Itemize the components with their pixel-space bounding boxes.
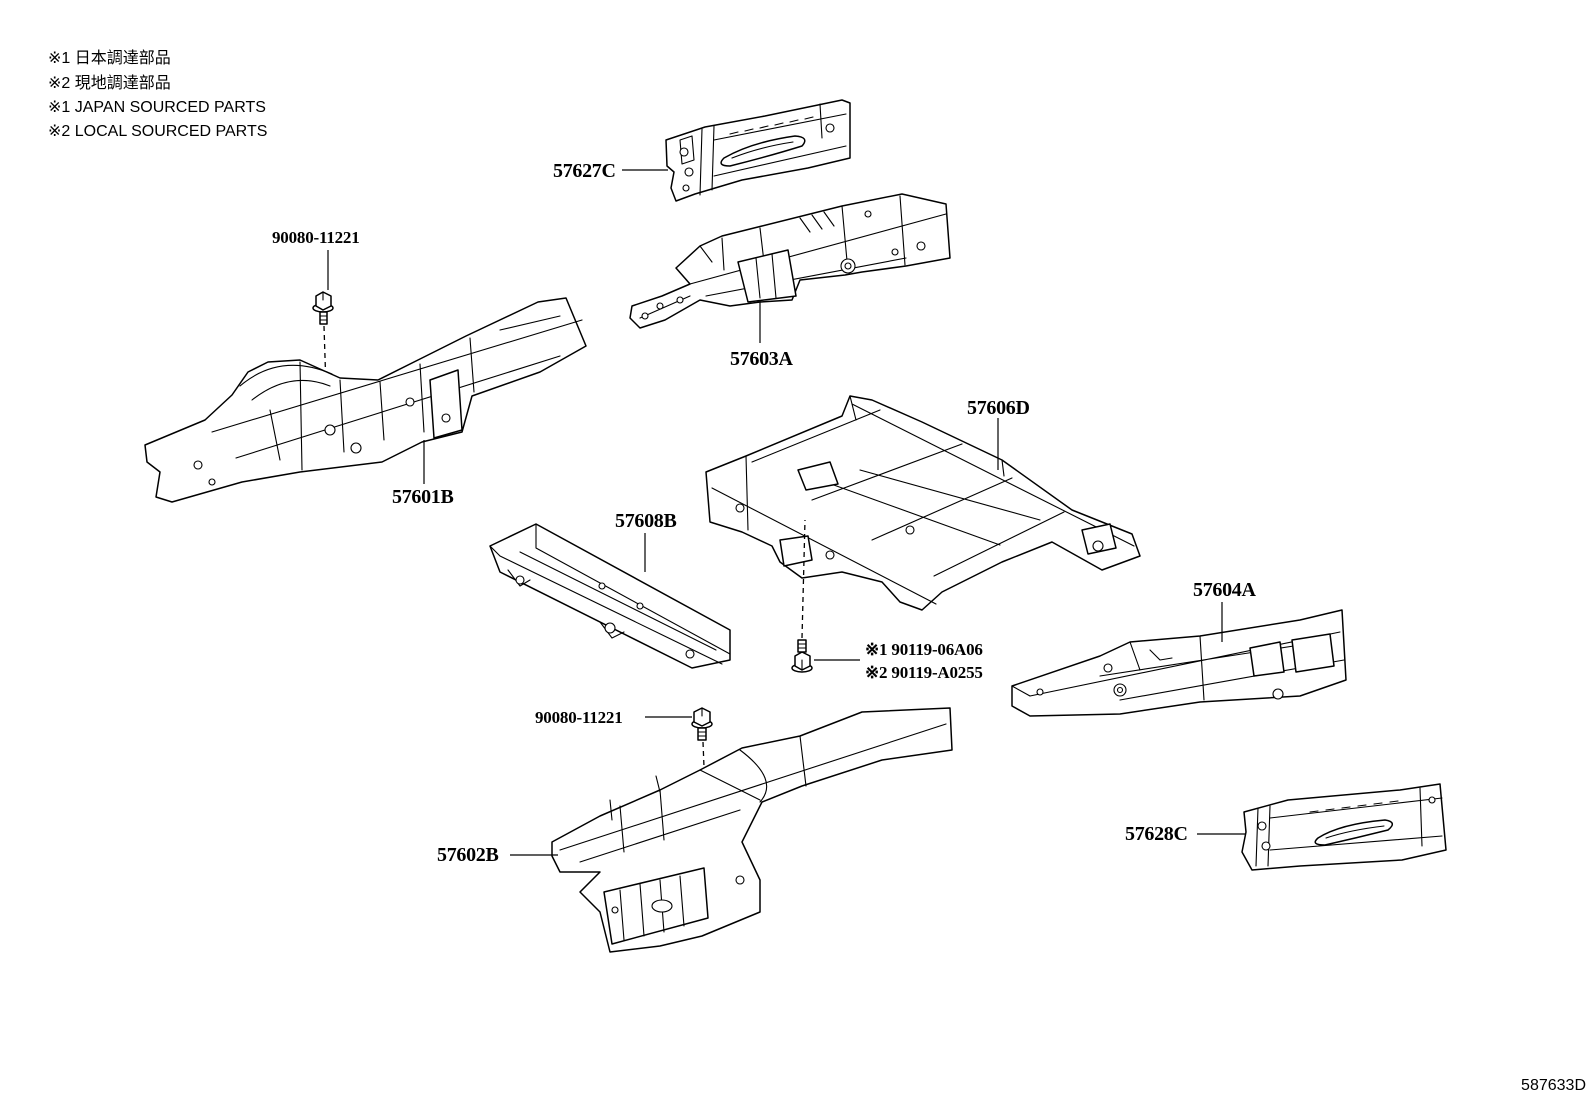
bolt-center-drawing xyxy=(791,639,813,673)
part-57604a-bracket-1 xyxy=(1249,641,1285,677)
illustration-id: 587633D xyxy=(1521,1077,1586,1094)
callout-57606d: 57606D xyxy=(967,397,1030,419)
mounting-hole xyxy=(825,550,835,560)
part-57606d-detail-lines xyxy=(711,395,1135,605)
callout-57601b: 57601B xyxy=(392,486,454,508)
mounting-hole xyxy=(1116,686,1124,694)
part-57604a-drawing xyxy=(1011,609,1347,717)
callout-57603a: 57603A xyxy=(730,348,794,370)
bolt-upper-thread xyxy=(319,291,328,321)
mounting-hole xyxy=(208,478,216,486)
bolt-upper-shank xyxy=(319,311,328,325)
sourcing-notes: ※1 日本調達部品 ※2 現地調達部品 ※1 JAPAN SOURCED PAR… xyxy=(48,49,267,140)
part-57628c-detail-lines xyxy=(1255,787,1443,867)
mounting-hole xyxy=(651,899,673,913)
part-57601b-bracket xyxy=(429,369,463,439)
bolt-upper-install-line xyxy=(323,325,327,389)
part-57602b-bracket-ribs xyxy=(619,875,685,941)
part-57602b-detail-lines xyxy=(559,723,947,863)
part-57628c-oval-slot xyxy=(1314,819,1394,846)
note-local-sourced-en: ※2 LOCAL SOURCED PARTS xyxy=(48,123,267,140)
mounting-hole xyxy=(682,184,690,192)
mounting-hole xyxy=(324,424,336,436)
mounting-hole xyxy=(1261,841,1271,851)
note-japan-sourced-en: ※1 JAPAN SOURCED PARTS xyxy=(48,99,266,116)
mounting-hole xyxy=(1036,688,1044,696)
bolt-center-shank xyxy=(797,639,807,653)
bolt-lower-drawing xyxy=(691,707,713,741)
part-57603a-bracket-lines xyxy=(755,253,777,299)
callout-57604a: 57604A xyxy=(1193,579,1257,601)
part-57603a-drawing xyxy=(629,193,951,329)
part-57601b-drawing xyxy=(144,297,587,503)
part-57608b-drawing xyxy=(489,523,731,669)
bolt-center-thread xyxy=(797,643,807,671)
part-57628c-slot-inner xyxy=(1325,825,1385,839)
part-57627c-drawing xyxy=(665,99,851,202)
bolt-upper-drawing xyxy=(312,291,334,325)
callout-bolt-upper: 90080-11221 xyxy=(272,228,360,247)
part-57603a-bracket xyxy=(737,249,797,303)
mounting-hole xyxy=(864,210,872,218)
mounting-hole xyxy=(1092,540,1104,552)
mounting-hole xyxy=(441,413,451,423)
callout-bolt-center-japan: ※1 90119-06A06 xyxy=(865,640,983,659)
mounting-hole xyxy=(891,248,899,256)
part-57601b-outline xyxy=(144,297,587,503)
mounting-hole xyxy=(735,875,745,885)
bolt-lower-thread xyxy=(697,707,707,737)
mounting-hole xyxy=(1103,663,1113,673)
mounting-hole xyxy=(598,582,606,590)
part-57602b-drawing xyxy=(551,707,953,953)
part-57627c-detail-lines xyxy=(679,103,847,196)
mounting-hole xyxy=(905,525,915,535)
mounting-hole xyxy=(685,649,695,659)
callout-bolt-lower: 90080-11221 xyxy=(535,708,623,727)
callout-57628c: 57628C xyxy=(1125,823,1188,845)
mounting-hole xyxy=(1428,796,1436,804)
bolt-lower-shank xyxy=(697,727,707,741)
callout-57602b: 57602B xyxy=(437,844,499,866)
bolt-center-install-line xyxy=(801,519,806,639)
mounting-hole xyxy=(735,503,745,513)
mounting-hole xyxy=(636,602,644,610)
part-57628c-drawing xyxy=(1241,783,1447,871)
part-57606d-bracket-rear xyxy=(1081,523,1117,555)
part-57603a-detail-lines xyxy=(639,195,947,319)
part-57604a-detail-lines xyxy=(1011,631,1345,701)
part-57601b-detail-lines xyxy=(211,315,583,471)
mounting-hole xyxy=(679,147,689,157)
callout-bolt-center-local: ※2 90119-A0255 xyxy=(865,663,983,682)
part-57604a-bracket-2 xyxy=(1291,633,1335,673)
part-57608b-outline xyxy=(489,523,731,669)
mounting-hole xyxy=(656,302,664,310)
mounting-hole xyxy=(676,296,684,304)
note-local-sourced-jp: ※2 現地調達部品 xyxy=(48,74,171,92)
mounting-hole xyxy=(641,312,649,320)
mounting-hole xyxy=(825,123,835,133)
part-57606d-outline xyxy=(705,395,1141,611)
mounting-hole xyxy=(611,906,619,914)
mounting-hole xyxy=(684,167,694,177)
mounting-hole xyxy=(844,262,852,270)
part-57608b-detail-lines xyxy=(489,523,731,665)
mounting-hole xyxy=(916,241,926,251)
mounting-hole xyxy=(1257,821,1267,831)
mounting-hole xyxy=(350,442,362,454)
part-57606d-drawing xyxy=(705,395,1141,611)
part-57606d-bracket-front xyxy=(797,461,839,491)
mounting-hole xyxy=(604,622,616,634)
mounting-hole xyxy=(405,397,415,407)
callout-57608b: 57608B xyxy=(615,510,677,532)
part-57627c-slot-inner xyxy=(731,141,794,159)
callout-57627c: 57627C xyxy=(553,160,616,182)
mounting-hole xyxy=(193,460,203,470)
part-57606d-bracket-lower xyxy=(779,535,813,567)
note-japan-sourced-jp: ※1 日本調達部品 xyxy=(48,49,171,67)
mounting-hole xyxy=(1272,688,1284,700)
mounting-hole xyxy=(515,575,525,585)
